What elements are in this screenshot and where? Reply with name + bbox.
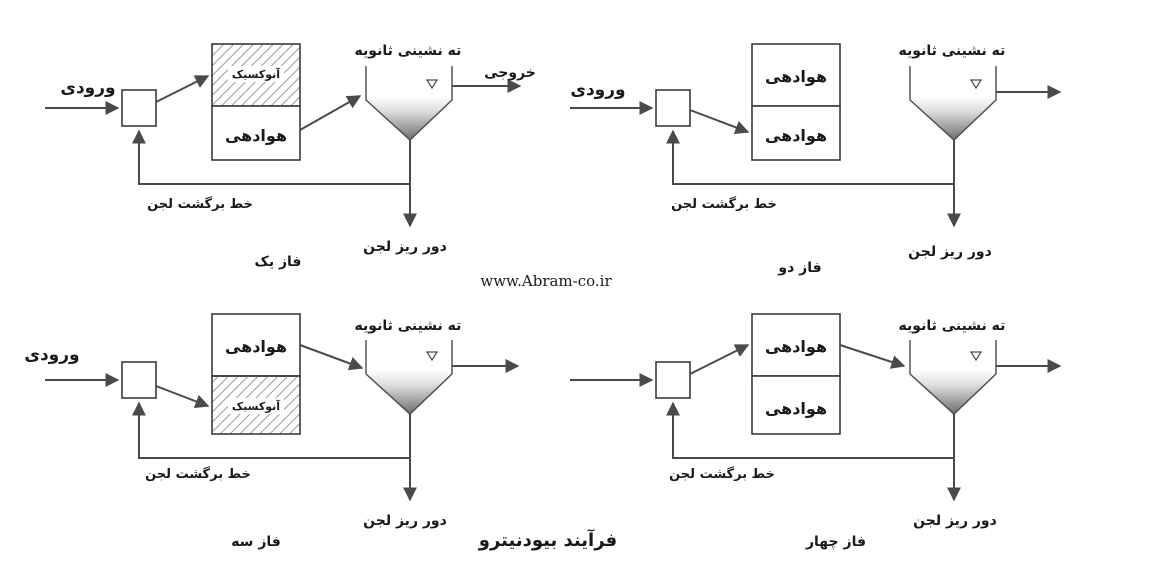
waste-sludge-label: دور ریز لجن bbox=[908, 244, 992, 260]
aeration-zone bbox=[211, 105, 301, 161]
clarifier-label: ته نشینی ثانویه bbox=[899, 318, 1006, 334]
phase-three-label: فاز سه bbox=[231, 534, 281, 550]
process-title: فرآیند بیودنیترو bbox=[478, 528, 617, 551]
phase-two-diagram: ورودی هوادهی هوادهی ته نشینی ثانویه خط ب… bbox=[570, 43, 1062, 276]
anoxic-label: آنوکسیک bbox=[232, 67, 280, 81]
mixing-box bbox=[655, 89, 691, 127]
return-sludge-label: خط برگشت لجن bbox=[671, 196, 777, 212]
return-sludge-label: خط برگشت لجن bbox=[147, 196, 253, 212]
phase-two-label: فاز دو bbox=[777, 260, 821, 276]
aeration-zone bbox=[751, 375, 841, 435]
anoxic-label-bg bbox=[228, 398, 284, 414]
flow-arrow bbox=[155, 385, 210, 409]
clarifier-label: ته نشینی ثانویه bbox=[355, 318, 462, 334]
aeration-label: هوادهی bbox=[765, 126, 827, 145]
anoxic-label-bg bbox=[228, 66, 284, 82]
water-level-icon bbox=[969, 79, 983, 90]
return-sludge-label: خط برگشت لجن bbox=[145, 466, 251, 482]
sludge-fill bbox=[366, 370, 452, 414]
sludge-fill bbox=[366, 96, 452, 140]
aeration-zone bbox=[751, 313, 841, 377]
return-sludge-label: خط برگشت لجن bbox=[669, 466, 775, 482]
flow-arrow bbox=[155, 75, 210, 103]
clarifier-label: ته نشینی ثانویه bbox=[899, 43, 1006, 59]
aeration-label: هوادهی bbox=[225, 337, 287, 356]
return-sludge-line bbox=[132, 401, 410, 459]
sludge-fill bbox=[910, 370, 996, 414]
waste-sludge-label: دور ریز لجن bbox=[363, 513, 447, 529]
sludge-fill bbox=[910, 96, 996, 140]
flow-arrow bbox=[839, 344, 906, 369]
phase-one-label: فاز یک bbox=[255, 254, 302, 270]
flow-arrow bbox=[299, 95, 362, 131]
water-level-icon bbox=[425, 351, 439, 362]
waste-sludge-label: دور ریز لجن bbox=[913, 513, 997, 529]
water-level-icon bbox=[425, 79, 439, 90]
anoxic-label: آنوکسیک bbox=[232, 399, 280, 413]
phase-four-diagram: هوادهی هوادهی ته نشینی ثانویه خط برگشت ل… bbox=[570, 313, 1062, 550]
aeration-label: هوادهی bbox=[765, 67, 827, 86]
inlet-label: ورودی bbox=[570, 80, 625, 100]
water-level-icon bbox=[969, 351, 983, 362]
mixing-box bbox=[655, 361, 691, 399]
return-sludge-line bbox=[132, 129, 410, 185]
aeration-zone bbox=[751, 43, 841, 107]
aeration-zone bbox=[751, 105, 841, 161]
return-sludge-line bbox=[666, 401, 954, 459]
aeration-label: هوادهی bbox=[765, 337, 827, 356]
mixing-box bbox=[121, 361, 157, 399]
aeration-label: هوادهی bbox=[225, 126, 287, 145]
phase-three-diagram: ورودی هوادهی آنوکسیک ته نشینی ثانویه خط … bbox=[24, 313, 520, 550]
aeration-label: هوادهی bbox=[765, 399, 827, 418]
waste-sludge-label: دور ریز لجن bbox=[363, 239, 447, 255]
inlet-label: ورودی bbox=[60, 78, 115, 98]
website-url: www.Abram-co.ir bbox=[480, 272, 612, 290]
flow-arrow bbox=[689, 344, 750, 375]
clarifier-label: ته نشینی ثانویه bbox=[355, 43, 462, 59]
return-sludge-line bbox=[666, 129, 954, 185]
phase-four-label: فاز چهار bbox=[805, 534, 866, 550]
outlet-label: خروجی bbox=[484, 65, 536, 81]
phase-one-diagram: ورودی آنوکسیک هوادهی ته نشینی ثانویه خرو… bbox=[45, 43, 536, 270]
inlet-label: ورودی bbox=[24, 345, 79, 365]
mixing-box bbox=[121, 89, 157, 127]
flow-arrow bbox=[299, 344, 364, 371]
flow-arrow bbox=[689, 109, 750, 135]
